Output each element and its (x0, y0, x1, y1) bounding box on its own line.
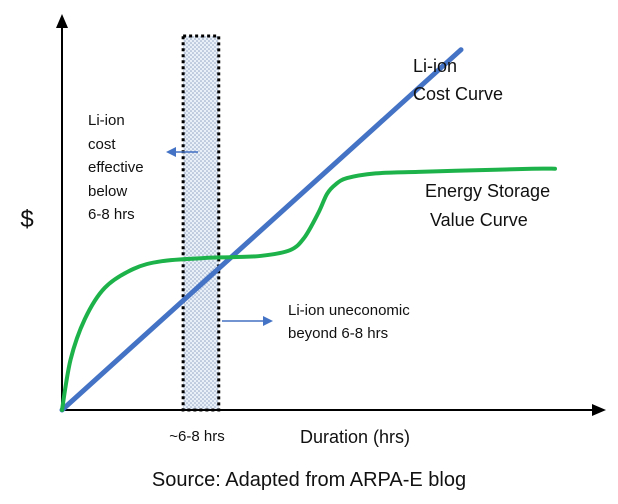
series-label-energy-storage-value-curve: Energy Storage Value Curve (425, 181, 555, 230)
series-energy-storage-value-curve (60, 166, 557, 412)
annotation-li-ion-cost-effective: Li-ion cost effective below 6-8 hrs (88, 112, 148, 223)
x-axis-arrowhead (592, 404, 606, 416)
series-label-li-ion-cost-curve: Li-ion Cost Curve (413, 56, 503, 104)
x-tick-label: ~6-8 hrs (169, 428, 224, 445)
annotation-arrowhead-right (263, 316, 273, 326)
source-caption: Source: Adapted from ARPA-E blog (152, 469, 466, 491)
x-axis-label: Duration (hrs) (300, 427, 410, 447)
annotation-arrowhead-left (166, 147, 176, 157)
y-axis-label: $ (20, 206, 33, 233)
series-li-ion-cost-curve (59, 47, 464, 413)
y-axis-arrowhead (56, 14, 68, 28)
annotation-li-ion-uneconomic: Li-ion uneconomic beyond 6-8 hrs (288, 302, 414, 342)
duration-band (181, 34, 221, 412)
